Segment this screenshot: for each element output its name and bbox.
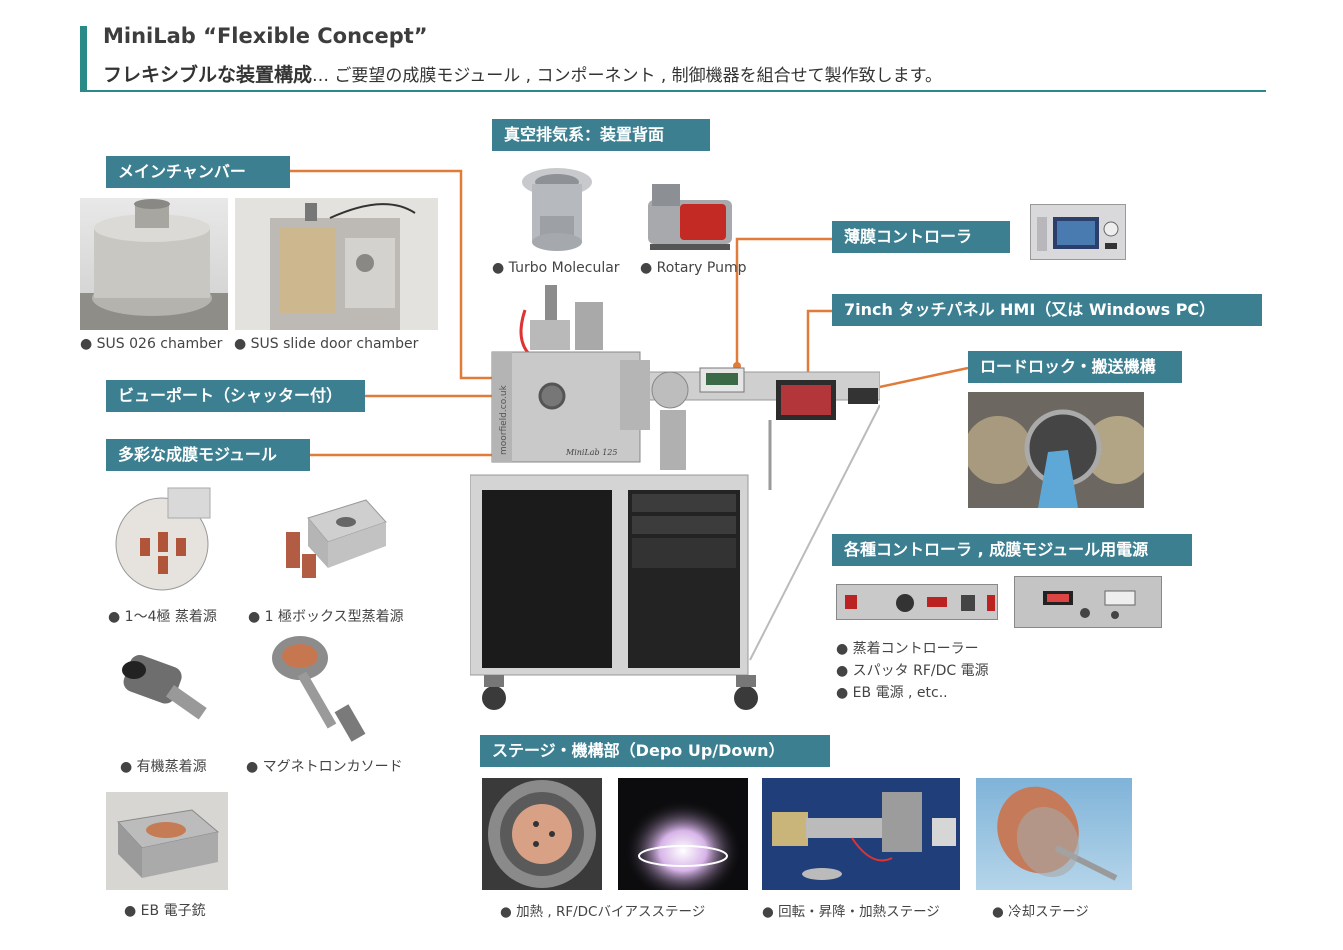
caption-organic: ● 有機蒸着源 [120, 759, 207, 775]
machine-model-text: MiniLab 125 [565, 448, 617, 457]
caption-source-box: ● 1 極ボックス型蒸着源 [248, 609, 404, 625]
source-1-4-photo [106, 480, 224, 592]
caption-ctrl-3: ● EB 電源 , etc.. [836, 685, 948, 701]
subtitle-bold: フレキシブルな装置構成 [103, 64, 313, 86]
caption-rotary: ● Rotary Pump [640, 260, 747, 276]
machine-brand-text: moorfield.co.uk [499, 384, 509, 455]
magnetron-photo [268, 630, 388, 750]
label-thin-film-controller: 薄膜コントローラ [832, 221, 1010, 253]
page-subtitle: フレキシブルな装置構成… ご要望の成膜モジュール , コンポーネント , 制御機… [103, 60, 942, 87]
caption-magnetron: ● マグネトロンカソード [246, 759, 403, 775]
label-loadlock: ロードロック・搬送機構 [968, 351, 1182, 383]
stage-cool-photo [976, 778, 1132, 890]
connector-loadlock [874, 366, 969, 390]
connector-thin-film [735, 237, 832, 366]
stage-plasma-photo [618, 778, 748, 890]
loadlock-photo [968, 392, 1144, 508]
label-stage: ステージ・機構部（Depo Up/Down） [480, 735, 830, 767]
caption-ctrl-2: ● スパッタ RF/DC 電源 [836, 663, 989, 679]
thin-film-controller-photo [1030, 204, 1126, 260]
minilab-machine-photo: moorfield.co.uk MiniLab 125 [470, 280, 880, 720]
caption-stage-heat: ● 加熱 , RF/DCバイアスステージ [500, 904, 706, 920]
caption-sus026: ● SUS 026 chamber [80, 336, 223, 352]
controller-rack-2 [1014, 576, 1162, 628]
organic-source-photo [112, 648, 216, 734]
caption-source-1-4: ● 1〜4極 蒸着源 [108, 609, 217, 625]
source-box-photo [272, 488, 390, 588]
stage-heat-photo [482, 778, 602, 890]
eb-gun-photo [106, 792, 228, 890]
controller-rack-1 [836, 584, 998, 620]
caption-slide-door: ● SUS slide door chamber [234, 336, 419, 352]
sus026-chamber-photo [80, 198, 228, 330]
label-viewport: ビューポート（シャッター付） [106, 380, 365, 412]
label-hmi: 7inch タッチパネル HMI（又は Windows PC） [832, 294, 1262, 326]
slide-door-chamber-photo [235, 198, 438, 330]
header-rule [80, 90, 1266, 92]
turbo-pump-photo [520, 166, 594, 256]
caption-stage-rotation: ● 回転・昇降・加熱ステージ [762, 904, 940, 920]
label-main-chamber: メインチャンバー [106, 156, 290, 188]
page-title: MiniLab “Flexible Concept” [103, 24, 428, 48]
stage-rotation-photo [762, 778, 960, 890]
caption-stage-cool: ● 冷却ステージ [992, 904, 1089, 920]
label-controllers: 各種コントローラ , 成膜モジュール用電源 [832, 534, 1192, 566]
caption-eb-gun: ● EB 電子銃 [124, 903, 206, 919]
caption-ctrl-1: ● 蒸着コントローラー [836, 641, 979, 657]
label-vacuum: 真空排気系：装置背面 [492, 119, 710, 151]
subtitle-rest: … ご要望の成膜モジュール , コンポーネント , 制御機器を組合せて製作致しま… [312, 66, 942, 86]
caption-turbo: ● Turbo Molecular [492, 260, 620, 276]
connector-hmi [806, 309, 832, 390]
rotary-pump-photo [640, 170, 740, 254]
header-accent-bar [80, 26, 87, 92]
label-deposition-modules: 多彩な成膜モジュール [106, 439, 310, 471]
connector-main-chamber [290, 169, 497, 380]
